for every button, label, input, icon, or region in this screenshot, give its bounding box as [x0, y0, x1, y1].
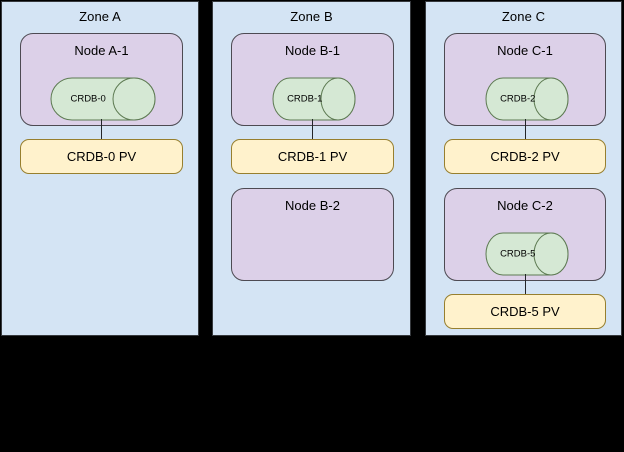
zone-b[interactable]: Zone B Node B-1 CRDB-1 CRDB-1 PV Node B-…	[212, 1, 411, 336]
database-crdb-2[interactable]: CRDB-2	[485, 77, 569, 121]
node-c-2[interactable]: Node C-2 CRDB-5	[444, 188, 606, 281]
node-b-1-label: Node B-1	[285, 43, 340, 58]
database-crdb-0[interactable]: CRDB-0	[50, 77, 156, 121]
node-c-1-label: Node C-1	[497, 43, 553, 58]
cylinder-icon	[485, 232, 569, 276]
cylinder-icon	[485, 77, 569, 121]
database-crdb-0-label: CRDB-0	[70, 93, 106, 105]
node-a-1[interactable]: Node A-1 CRDB-0	[20, 33, 183, 126]
zone-c[interactable]: Zone C Node C-1 CRDB-2 CRDB-2 PV Node C-…	[425, 1, 622, 336]
database-crdb-5[interactable]: CRDB-5	[485, 232, 569, 276]
database-crdb-1-label: CRDB-1	[287, 93, 323, 105]
cylinder-icon	[272, 77, 356, 121]
volume-crdb-5-pv-label: CRDB-5 PV	[490, 304, 560, 319]
volume-crdb-0-pv-label: CRDB-0 PV	[66, 149, 137, 164]
node-b-1[interactable]: Node B-1 CRDB-1	[231, 33, 394, 126]
zone-a[interactable]: Zone A Node A-1 CRDB-0 CRDB-0 PV	[1, 1, 199, 336]
node-b-2-label: Node B-2	[285, 198, 340, 213]
cylinder-icon	[50, 77, 156, 121]
connector-node-b-1-to-crdb-1-pv	[312, 119, 313, 139]
connector-node-c-2-to-crdb-5-pv	[525, 274, 526, 294]
node-c-2-label: Node C-2	[497, 198, 553, 213]
node-c-1[interactable]: Node C-1 CRDB-2	[444, 33, 606, 126]
volume-crdb-2-pv-label: CRDB-2 PV	[490, 149, 560, 164]
zone-a-label: Zone A	[79, 9, 121, 24]
volume-crdb-1-pv[interactable]: CRDB-1 PV	[231, 139, 394, 174]
zone-c-label: Zone C	[501, 9, 546, 24]
database-crdb-5-label: CRDB-5	[500, 248, 536, 260]
volume-crdb-0-pv[interactable]: CRDB-0 PV	[20, 139, 183, 174]
connector-node-c-1-to-crdb-2-pv	[525, 119, 526, 139]
zone-b-label: Zone B	[290, 9, 333, 24]
node-a-1-label: Node A-1	[74, 43, 129, 58]
database-crdb-2-label: CRDB-2	[500, 93, 536, 105]
node-b-2[interactable]: Node B-2	[231, 188, 394, 281]
connector-node-a-1-to-crdb-0-pv	[101, 119, 102, 139]
volume-crdb-1-pv-label: CRDB-1 PV	[277, 149, 348, 164]
volume-crdb-5-pv[interactable]: CRDB-5 PV	[444, 294, 606, 329]
volume-crdb-2-pv[interactable]: CRDB-2 PV	[444, 139, 606, 174]
database-crdb-1[interactable]: CRDB-1	[272, 77, 356, 121]
